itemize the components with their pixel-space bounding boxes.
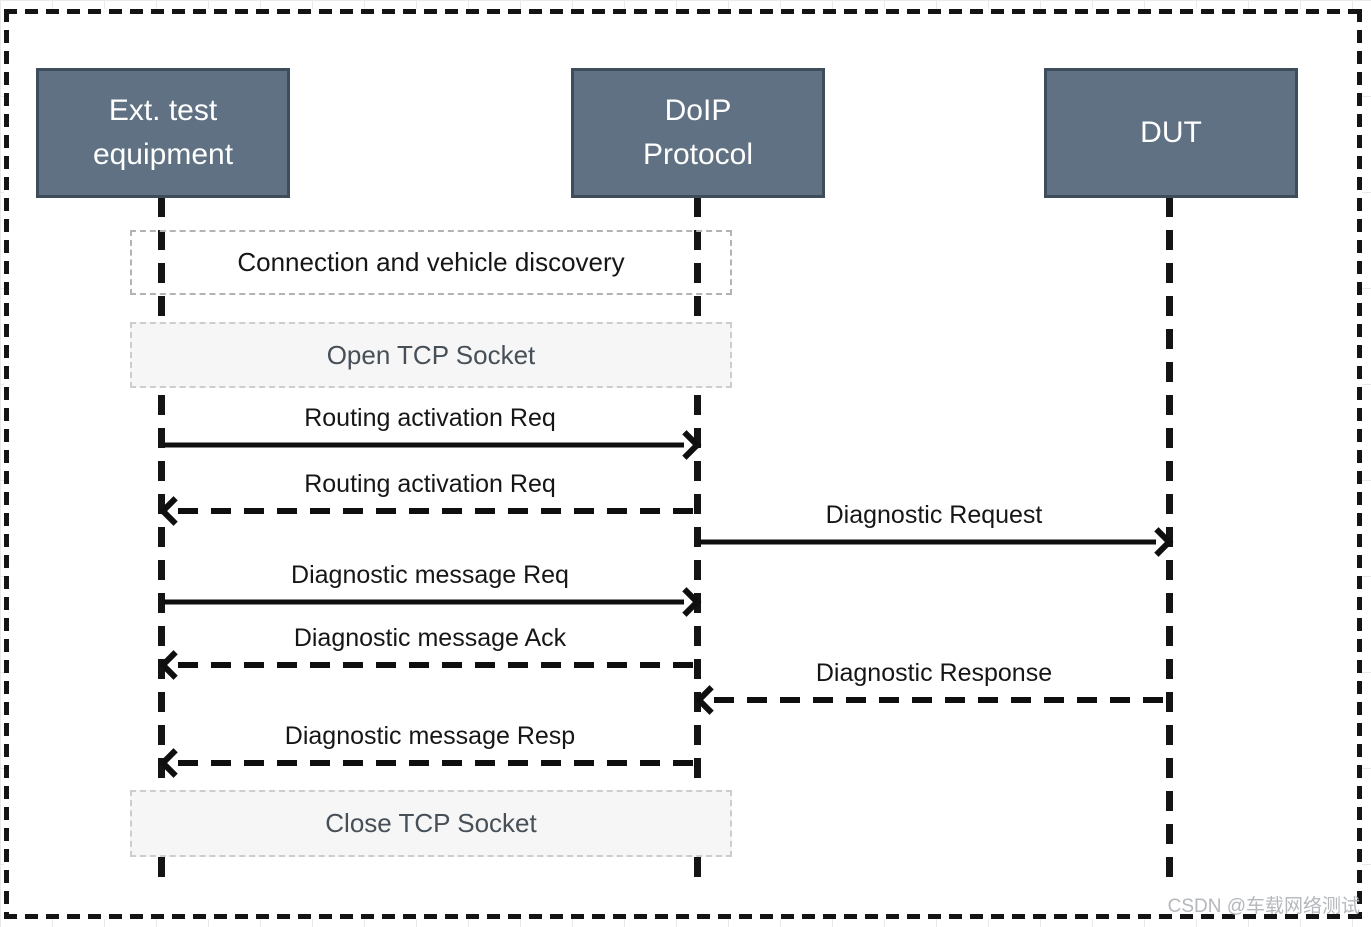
- phase-label: Close TCP Socket: [325, 808, 537, 838]
- message-diagnostic-response: Diagnostic Response: [694, 658, 1170, 715]
- lifeline-ext-test-equipment: [158, 197, 165, 889]
- arrowhead-left-icon: [158, 650, 189, 680]
- message-label: Diagnostic message Resp: [284, 722, 576, 750]
- arrow-shaft: [178, 760, 696, 766]
- phase-box-open-tcp-socket: Open TCP Socket: [130, 322, 732, 388]
- actor-label-line: Ext. test: [108, 94, 218, 127]
- outer-dashed-border-bottom: [4, 914, 1362, 919]
- arrowhead-left-icon: [694, 685, 725, 715]
- arrow-shaft: [178, 662, 696, 668]
- arrowhead-left-icon: [158, 496, 189, 526]
- arrowhead-right-icon: [671, 587, 702, 617]
- arrow-shaft: [714, 697, 1168, 703]
- arrow-dashed-left: [694, 685, 1170, 715]
- arrow-solid-right: [162, 430, 702, 460]
- arrowhead-right-icon: [671, 430, 702, 460]
- lifeline-dut: [1166, 197, 1173, 889]
- message-diagnostic-message-resp: Diagnostic message Resp: [158, 721, 698, 778]
- actor-box-dut: DUT: [1044, 68, 1298, 198]
- message-diagnostic-message-ack: Diagnostic message Ack: [158, 623, 698, 680]
- arrowhead-right-icon: [1143, 527, 1174, 557]
- actor-label-line: DoIP: [664, 94, 732, 127]
- outer-dashed-border-right: [1357, 9, 1362, 919]
- lifeline-doip-protocol: [694, 197, 701, 889]
- message-label: Diagnostic message Ack: [293, 624, 567, 652]
- actor-box-doip-protocol: DoIP Protocol: [571, 68, 825, 198]
- arrow-dashed-left: [158, 496, 698, 526]
- arrow-dashed-left: [158, 748, 698, 778]
- message-label: Diagnostic Response: [815, 659, 1053, 687]
- message-label: Diagnostic Request: [825, 501, 1043, 529]
- message-diagnostic-message-req: Diagnostic message Req: [162, 560, 702, 617]
- arrowhead-left-icon: [158, 748, 189, 778]
- arrow-solid-right: [698, 527, 1174, 557]
- message-label: Routing activation Req: [304, 470, 556, 498]
- arrow-shaft: [164, 599, 684, 605]
- message-label: Diagnostic message Req: [291, 561, 569, 589]
- outer-dashed-border-top: [4, 9, 1362, 14]
- phase-box-connection-vehicle-discovery: Connection and vehicle discovery: [130, 230, 732, 295]
- message-routing-activation-req: Routing activation Req: [162, 403, 702, 460]
- message-routing-activation-req-return: Routing activation Req: [158, 469, 698, 526]
- phase-box-close-tcp-socket: Close TCP Socket: [130, 790, 732, 857]
- actor-label-line: DUT: [1140, 116, 1202, 149]
- outer-dashed-border-left: [4, 9, 9, 919]
- phase-label: Connection and vehicle discovery: [237, 247, 625, 277]
- arrow-solid-right: [162, 587, 702, 617]
- message-diagnostic-request: Diagnostic Request: [698, 500, 1174, 557]
- phase-label: Open TCP Socket: [326, 339, 536, 370]
- arrow-dashed-left: [158, 650, 698, 680]
- watermark: CSDN @车载网络测试: [1167, 896, 1360, 917]
- message-label: Routing activation Req: [304, 404, 556, 432]
- arrow-shaft: [178, 508, 696, 514]
- arrow-shaft: [700, 539, 1156, 545]
- arrow-shaft: [164, 442, 684, 448]
- actor-label-line: equipment: [92, 138, 234, 171]
- actor-box-ext-test-equipment: Ext. test equipment: [36, 68, 290, 198]
- actor-label-line: Protocol: [642, 138, 754, 171]
